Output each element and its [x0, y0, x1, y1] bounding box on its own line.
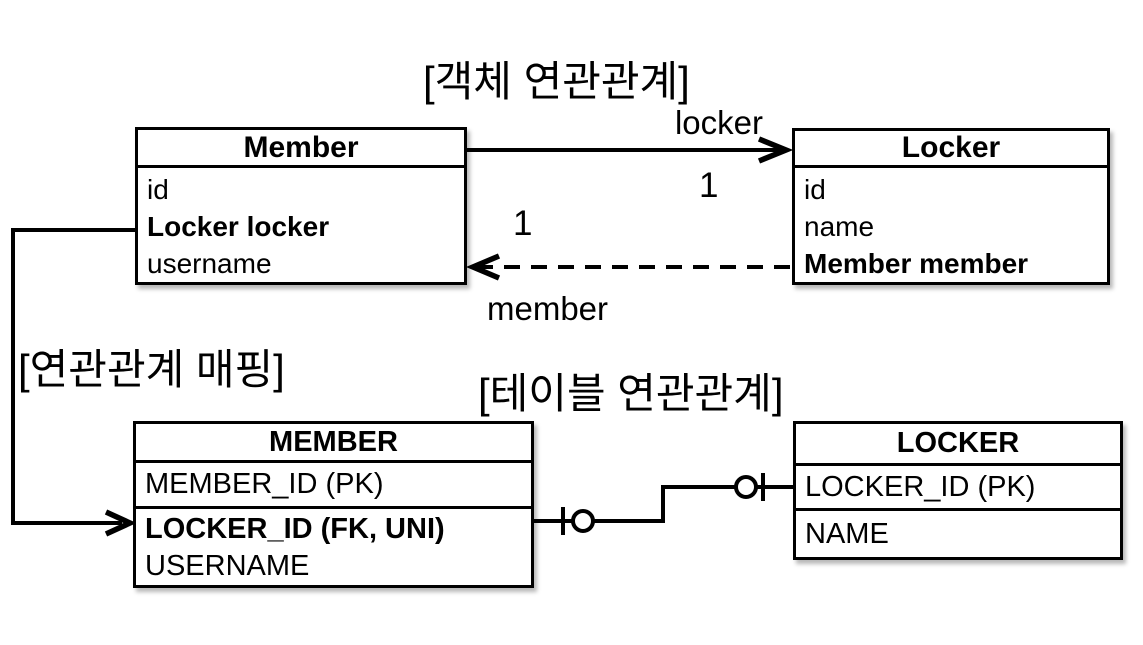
- locker-table-pk-row: LOCKER_ID (PK): [796, 466, 1120, 511]
- relation-label-member: member: [487, 290, 609, 327]
- member-table-columns: LOCKER_ID (FK, UNI) USERNAME: [136, 509, 531, 585]
- locker-table-columns: NAME: [796, 511, 1120, 557]
- section-label-object-association: [객체 연관관계]: [423, 58, 690, 105]
- class-field-id: id: [147, 174, 169, 205]
- locker-side-circle-icon: [734, 475, 758, 499]
- section-label-mapping: [연관관계 매핑]: [18, 346, 285, 393]
- member-table-pk-row: MEMBER_ID (PK): [136, 463, 531, 509]
- column-member-id: MEMBER_ID (PK): [145, 468, 384, 500]
- column-username: USERNAME: [145, 550, 310, 582]
- mapping-arrowhead-icon: [104, 509, 137, 537]
- multiplicity-member-side: 1: [513, 204, 533, 243]
- member-class-box: Member id Locker locker username: [135, 127, 467, 285]
- member-table-title: MEMBER: [136, 424, 531, 463]
- locker-table-title: LOCKER: [796, 424, 1120, 466]
- column-name: NAME: [805, 517, 889, 550]
- relation-label-locker: locker: [674, 104, 763, 141]
- member-table-box: MEMBER MEMBER_ID (PK) LOCKER_ID (FK, UNI…: [133, 421, 534, 588]
- locker-to-member-arrowhead-icon: [465, 253, 501, 281]
- class-field-username: username: [147, 248, 272, 279]
- member-class-fields: id Locker locker username: [138, 168, 464, 282]
- table-relation-line: [534, 485, 793, 523]
- locker-table-box: LOCKER LOCKER_ID (PK) NAME: [793, 421, 1123, 560]
- column-locker-id-pk: LOCKER_ID (PK): [805, 470, 1036, 503]
- member-side-circle-icon: [571, 509, 595, 533]
- class-field-member: Member member: [804, 248, 1029, 279]
- class-field-locker: Locker locker: [147, 211, 330, 242]
- class-field-name: name: [804, 211, 875, 242]
- locker-class-box: Locker id name Member member: [792, 128, 1110, 285]
- locker-class-title: Locker: [795, 131, 1107, 168]
- class-field-id: id: [804, 174, 826, 205]
- member-to-locker-arrowhead-icon: [757, 136, 794, 164]
- member-class-title: Member: [138, 130, 464, 168]
- column-locker-id: LOCKER_ID (FK, UNI): [145, 513, 445, 545]
- section-label-table-association: [테이블 연관관계]: [478, 370, 784, 417]
- locker-class-fields: id name Member member: [795, 168, 1107, 282]
- multiplicity-locker-side: 1: [699, 166, 719, 205]
